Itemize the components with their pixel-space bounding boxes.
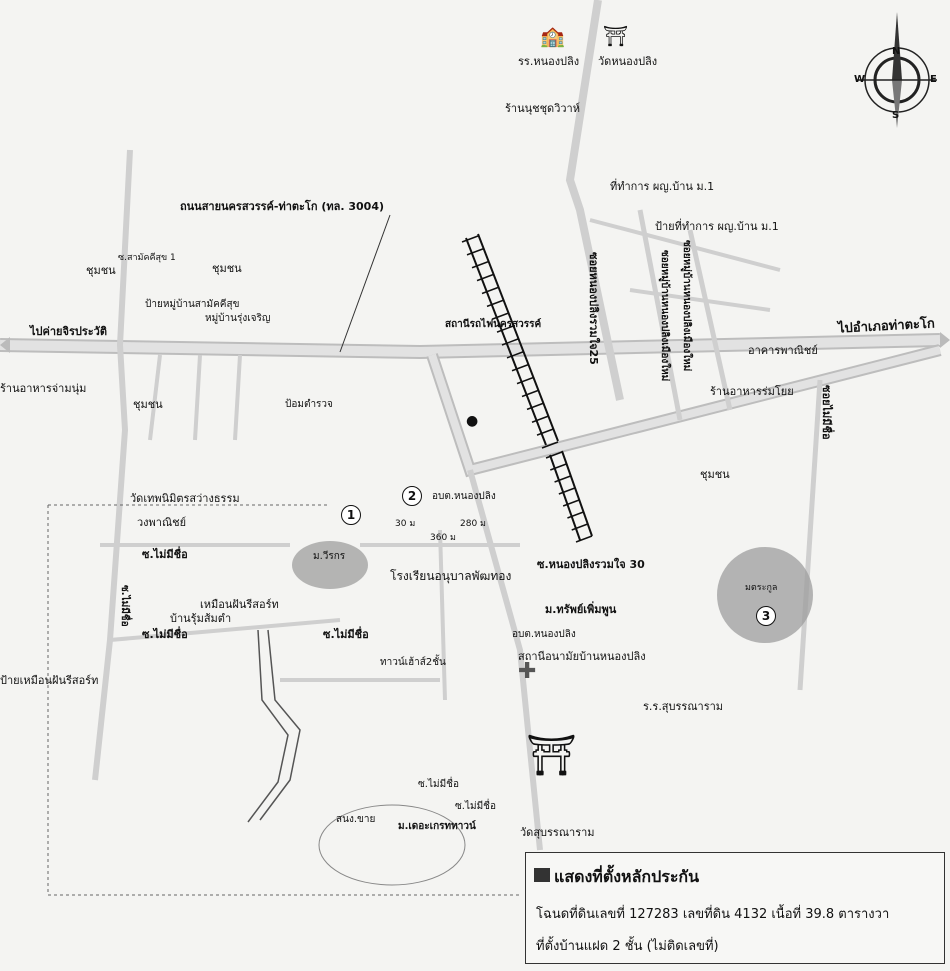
label-headman-sign: ป้ายที่ทำการ ผญ.บ้าน ม.1 — [655, 220, 779, 233]
label-highway-name: ถนนสายนครสวรรค์-ท่าตะโก (ทล. 3004) — [180, 200, 384, 213]
school-icon: 🏫 — [540, 24, 565, 48]
label-village-rueang: หมู่บ้านรุ่งเจริญ — [205, 313, 271, 324]
marker-2: 2 — [402, 486, 422, 506]
label-obt: อบต.หนองปลิง — [432, 491, 496, 502]
label-school-suban: ร.ร.สุบรรณาราม — [643, 700, 724, 713]
label-community-nw: ชุมชน — [86, 264, 116, 277]
health-cross-icon: ✚ — [518, 659, 537, 684]
label-soi-samakkhi: ซ.สามัคคีสุข 1 — [118, 253, 176, 263]
label-community-w: ชุมชน — [133, 398, 163, 411]
label-soi-ruamjai30: ซ.หนองปลิงรวมใจ 30 — [537, 558, 645, 571]
legend-box: แสดงที่ตั้งหลักประกัน โฉนดที่ดินเลขที่ 1… — [525, 852, 945, 964]
marker-1: 1 — [341, 505, 361, 525]
label-restaurant-rommoi: ร้านอาหารร่มโยย — [710, 385, 794, 398]
label-obt2: อบต.หนองปลิง — [512, 629, 576, 640]
label-ban-suksomtam: บ้านรุ้มส้มตำ — [170, 612, 232, 625]
label-resort-sign: ป้ายเหมือนฝันรีสอร์ท — [0, 674, 99, 687]
label-dist-30: 30 ม — [395, 519, 416, 529]
compass-n: N — [892, 46, 901, 57]
label-moo-trakun: มตระกูล — [745, 583, 778, 593]
label-soi-nameless2: ซ.ไม่มีชื่อ — [142, 628, 188, 641]
label-wong-panich: วงพาณิชย์ — [137, 516, 187, 529]
compass-s: S — [892, 110, 900, 121]
label-temple-suban: วัดสุบรรณาราม — [520, 826, 595, 839]
label-soi-nameless1: ซ.ไม่มีชื่อ — [142, 548, 188, 561]
label-village-sign: ป้ายหมู่บ้านสามัคคีสุข — [145, 299, 240, 310]
label-dist-360: 360 ม — [430, 533, 456, 543]
label-school-north: รร.หนองปลิง — [518, 55, 580, 68]
label-moo-wiracha: ม.วีรกร — [313, 551, 346, 562]
label-resort: เหมือนฝันรีสอร์ท — [200, 598, 279, 611]
label-community-e: ชุมชน — [700, 468, 730, 481]
gas-drop-icon: ● — [466, 413, 479, 429]
label-townhouse: ทาวน์เฮ้าส์2ชั้น — [380, 657, 446, 668]
label-health-station: สถานีอนามัยบ้านหนองปลิง — [518, 650, 646, 663]
label-headman-office: ที่ทำการ ผญ.บ้าน ม.1 — [610, 180, 715, 193]
legend-title: แสดงที่ตั้งหลักประกัน — [554, 867, 700, 886]
compass-w: W — [854, 74, 866, 85]
label-soi-nameless5: ซ.ไม่มีชื่อ — [418, 779, 459, 790]
label-snong-chai: สนง.ขาย — [336, 814, 376, 825]
label-soi-nameless6: ซ.ไม่มีชื่อ — [455, 801, 496, 812]
label-kindergarten: โรงเรียนอนุบาลพัฒทอง — [390, 569, 512, 583]
label-soi-village-new2: ซอยหมู่บ้านหนองปลิงเมืองใหม่ — [681, 240, 692, 372]
label-soi-village-new: ซอยหมู่บ้านหนองปลิงเมืองใหม่ — [659, 250, 670, 382]
label-commercial-bldg: อาคารพาณิชย์ — [748, 344, 818, 357]
legend-swatch — [534, 868, 550, 882]
label-community-nw2: ชุมชน — [212, 262, 242, 275]
label-moo-great-town: ม.เดอะเกรททาวน์ — [398, 821, 476, 832]
legend-line-2: ที่ตั้งบ้านแฝด 2 ชั้น (ไม่ติดเลขที่) — [536, 939, 719, 954]
label-dist-280: 280 ม — [460, 519, 486, 529]
label-to-camp: ไปค่ายจิรประวัติ — [30, 325, 107, 338]
label-shop-wedding: ร้านนุชชุดวิวาห์ — [505, 102, 580, 115]
compass-e: E — [930, 74, 937, 85]
label-soi-nameless3: ซ.ไม่มีชื่อ — [323, 628, 369, 641]
label-train-station: สถานีรถไฟนครสวรรค์ — [445, 319, 542, 330]
label-soi-nameless4: ซ.ไม่มีชื่อ — [119, 585, 130, 627]
temple-icon: ⛩ — [603, 24, 629, 48]
label-temple-tep: วัดเทพนิมิตรสว่างธรรม — [130, 492, 240, 505]
label-soi-nongpling25: ซอยหนองปลิงรวมใจ25 — [587, 252, 600, 365]
marker-3: 3 — [756, 606, 776, 626]
label-moo-subpermpoon: ม.ทรัพย์เพิ่มพูน — [545, 603, 617, 616]
compass-rose-icon: N S E W — [842, 10, 950, 130]
label-soi-nameless-e: ซอยไม่มีชื่อ — [820, 385, 833, 440]
temple-suban-icon: ⛩ — [526, 733, 577, 779]
label-restaurant-jamjum: ร้านอาหารจ่ามนุ่ม — [0, 382, 87, 395]
label-police-box: ป้อมตำรวจ — [285, 399, 333, 410]
label-temple-north: วัดหนองปลิง — [598, 55, 658, 68]
legend-line-1: โฉนดที่ดินเลขที่ 127283 เลขที่ดิน 4132 เ… — [536, 907, 890, 922]
